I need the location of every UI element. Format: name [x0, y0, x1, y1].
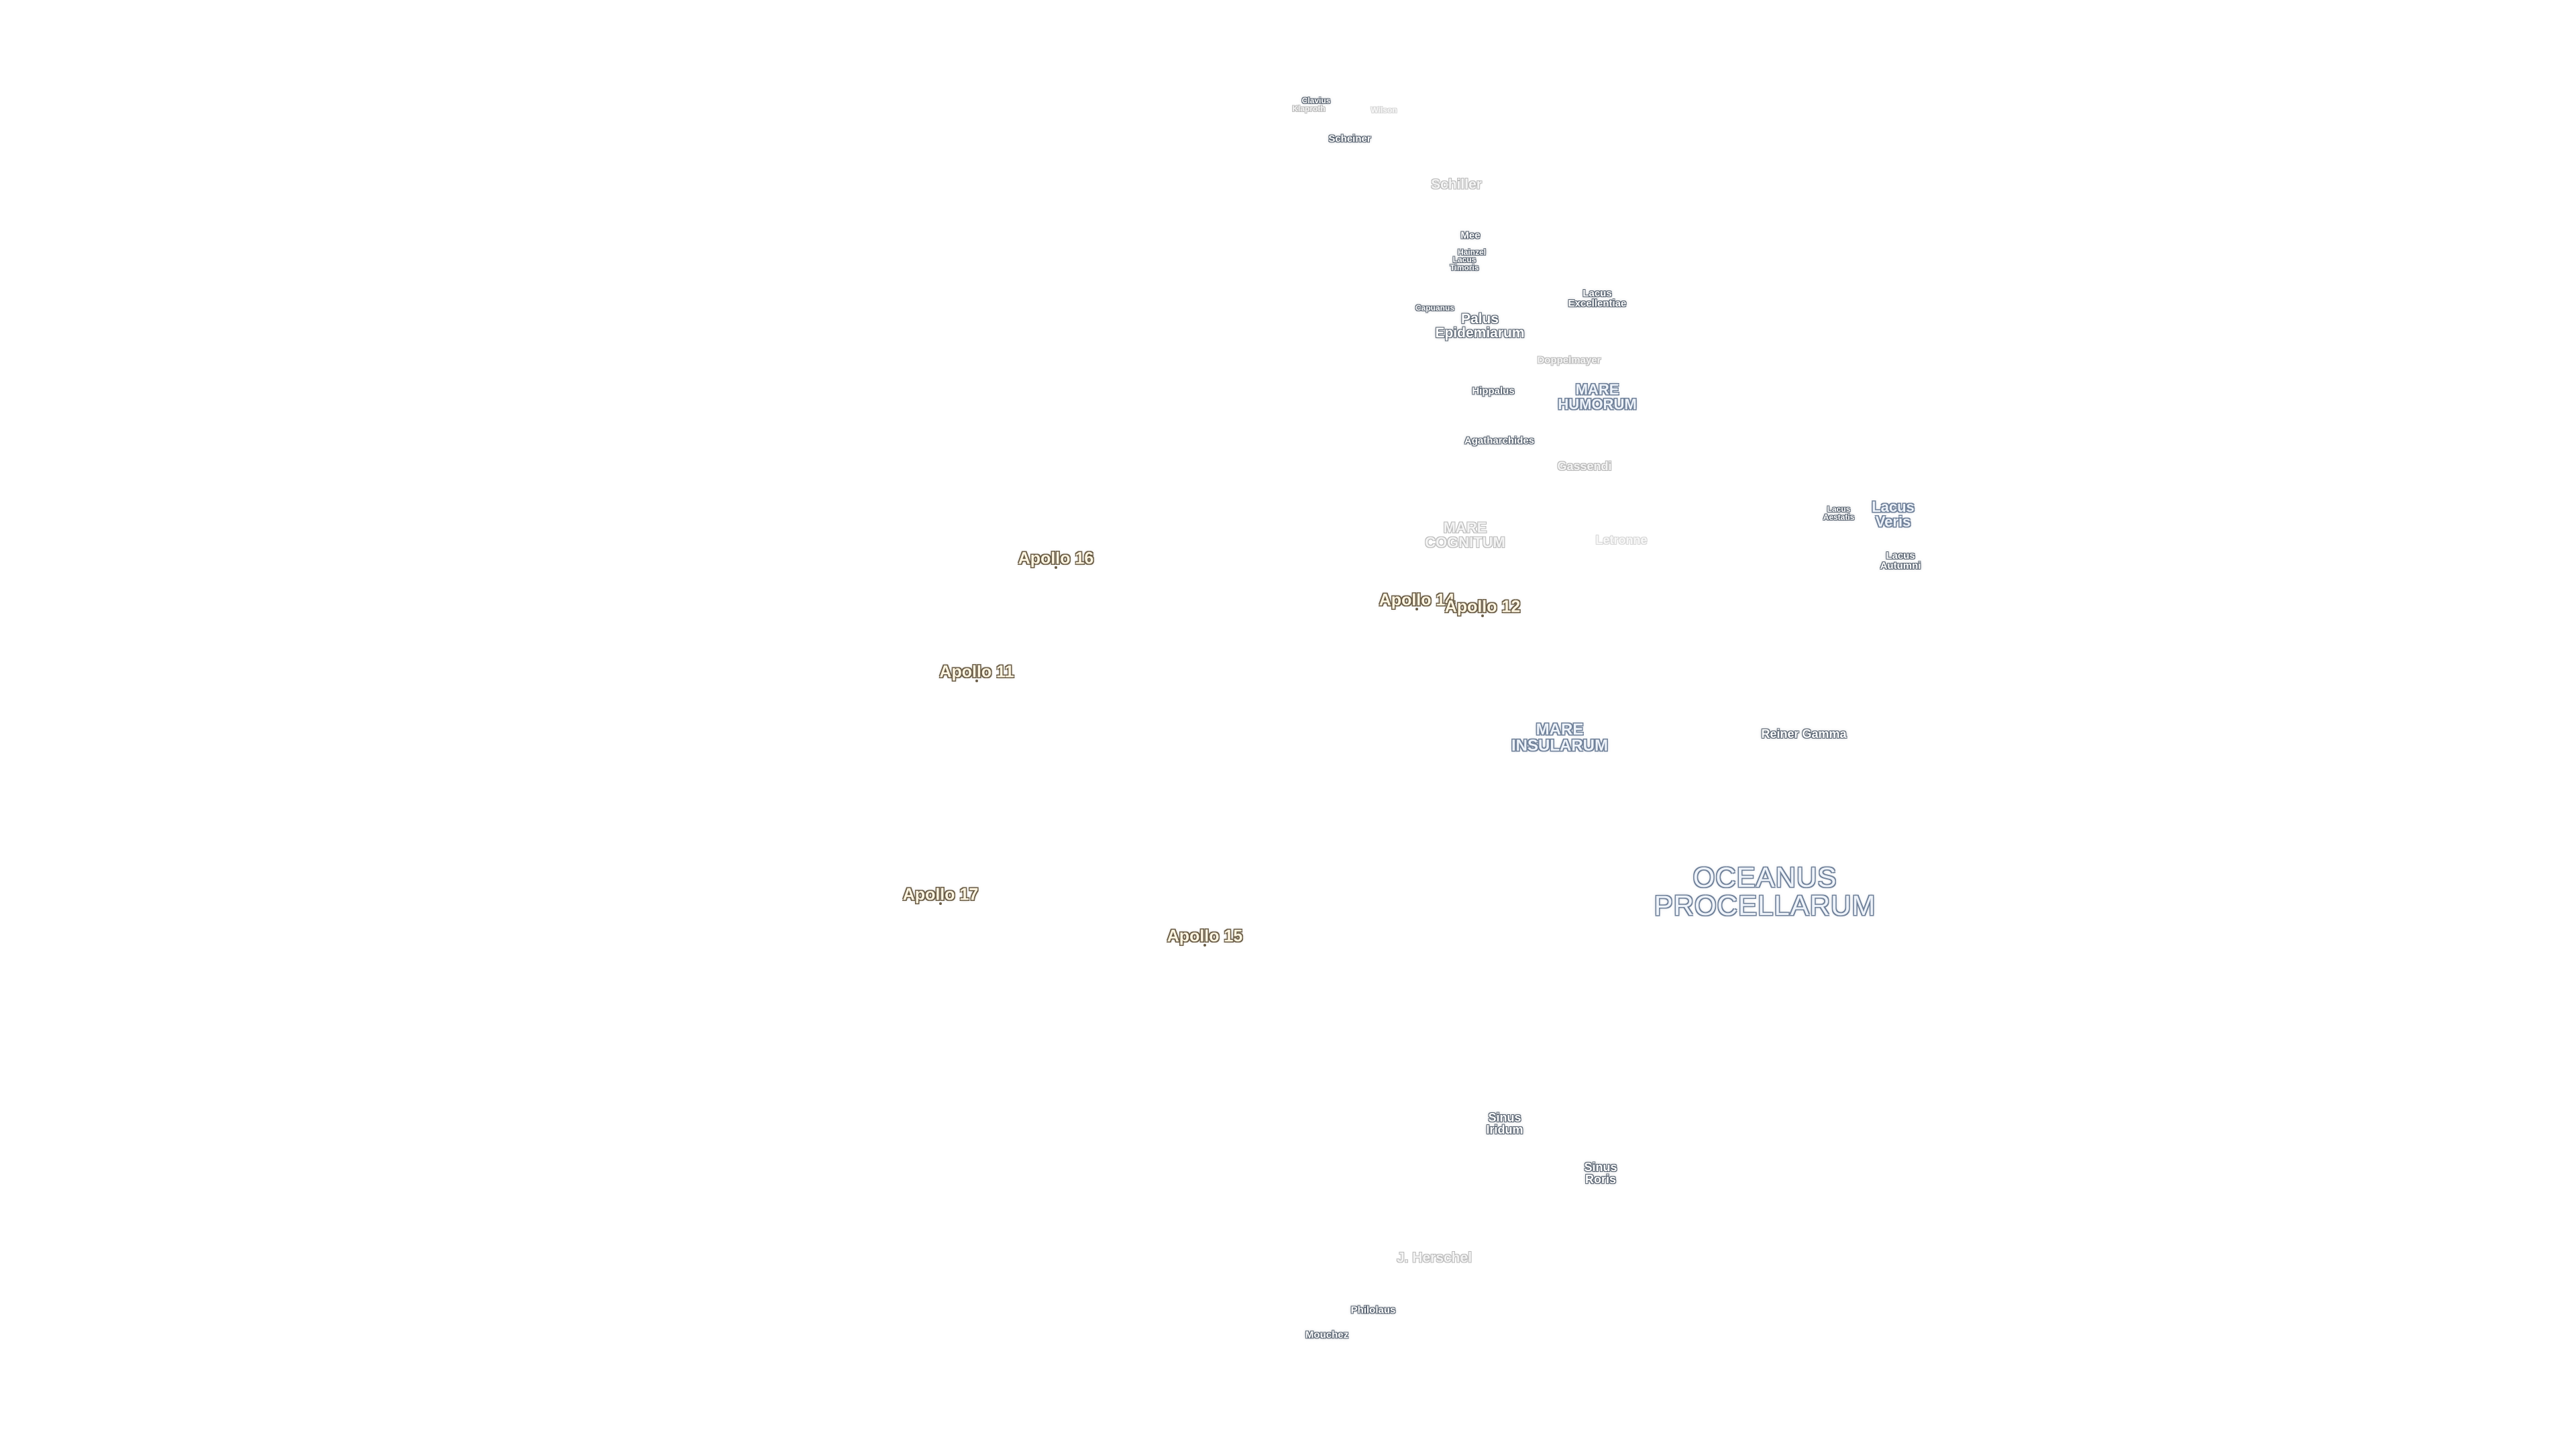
feature-agatharchides: Agatharchides	[1464, 435, 1535, 447]
feature-scheiner: Scheiner	[1328, 133, 1371, 145]
feature-mouchez: Mouchez	[1305, 1329, 1349, 1341]
feature-clavius: Clavius	[1301, 96, 1331, 105]
landing-site-marker-apollo-17	[939, 902, 942, 905]
landing-site-apollo-12: Apollo 12	[1444, 597, 1521, 616]
feature-schiller: Schiller	[1431, 176, 1482, 193]
feature-reiner-gamma: Reiner Gamma	[1761, 727, 1847, 741]
landing-site-apollo-17: Apollo 17	[902, 885, 979, 904]
feature-capuanus: Capuanus	[1415, 303, 1455, 313]
landing-site-marker-apollo-12	[1481, 614, 1484, 617]
feature-wilson: Wilson	[1371, 105, 1397, 115]
feature-sinus-iridum: Sinus Iridum	[1486, 1111, 1523, 1136]
feature-palus-epidemiarum: Palus Epidemiarum	[1435, 311, 1525, 341]
feature-philolaus: Philolaus	[1350, 1304, 1396, 1316]
landing-site-marker-apollo-15	[1203, 944, 1206, 947]
landing-site-marker-apollo-16	[1055, 566, 1057, 569]
feature-letronne: Letronne	[1595, 533, 1648, 547]
feature-lacus-aestatis: Lacus Aestatis	[1823, 504, 1855, 522]
feature-j-herschel: J. Herschel	[1396, 1250, 1472, 1266]
feature-doppelmayer: Doppelmayer	[1537, 354, 1601, 366]
landing-site-marker-apollo-14	[1415, 608, 1418, 610]
feature-hainzel: Hainzel	[1457, 248, 1487, 257]
landing-site-marker-apollo-11	[975, 680, 978, 682]
feature-lacus-timoris: Lacus Timoris	[1450, 255, 1479, 272]
feature-lacus-autumni: Lacus Autumni	[1880, 550, 1921, 572]
feature-mare-insularum: MARE INSULARUM	[1511, 720, 1608, 755]
feature-mee: Mee	[1460, 229, 1481, 241]
landing-site-apollo-14: Apollo 14	[1379, 590, 1455, 610]
landing-site-apollo-16: Apollo 16	[1018, 549, 1094, 568]
feature-sinus-roris: Sinus Roris	[1584, 1161, 1617, 1186]
feature-mare-cognitum: MARE COGNITUM	[1425, 519, 1505, 551]
landing-site-apollo-11: Apollo 11	[939, 662, 1014, 682]
feature-lacus-veris: Lacus Veris	[1872, 498, 1915, 530]
feature-oceanus-procellarum: OCEANUS PROCELLARUM	[1654, 861, 1876, 921]
feature-mare-humorum: MARE HUMORUM	[1558, 381, 1637, 413]
feature-gassendi: Gassendi	[1557, 460, 1612, 473]
feature-hippalus: Hippalus	[1472, 385, 1515, 397]
landing-site-apollo-15: Apollo 15	[1167, 926, 1243, 946]
feature-klaproth: Klaproth	[1292, 104, 1326, 113]
feature-lacus-excellentiae: Lacus Excellentiae	[1568, 288, 1627, 309]
